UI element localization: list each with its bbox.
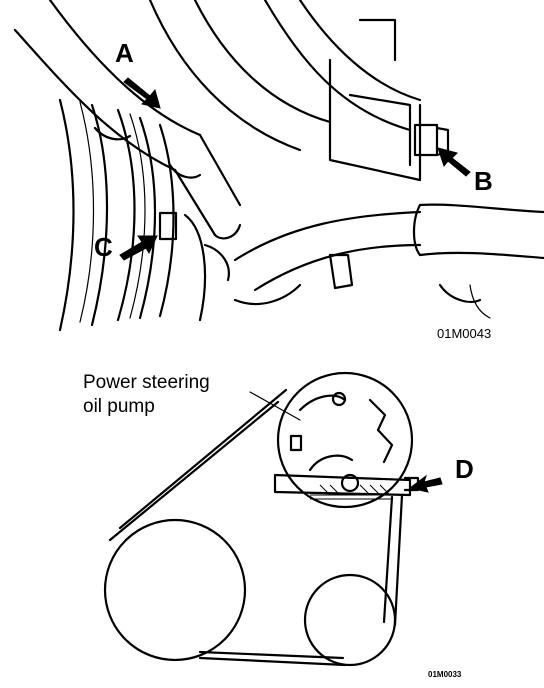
callout-b-label: B [474, 166, 493, 196]
upper-tube-drawing [148, 0, 422, 152]
crankshaft-pulley [103, 518, 247, 662]
callout-d-label: D [455, 454, 474, 484]
crank-pulley-drawing [58, 98, 175, 332]
callout-c-label: C [94, 232, 113, 262]
callout-c-arrow [119, 235, 158, 261]
callout-b-arrow [437, 147, 471, 177]
bottom-figure: Power steering oil pump D 01M0033 [83, 371, 474, 679]
bracket-drawing [328, 18, 450, 182]
drive-belt [108, 388, 404, 667]
callout-d-arrow [408, 474, 443, 493]
callout-a-arrow [123, 77, 161, 109]
callout-a-label: A [115, 38, 134, 68]
hose-drawing [13, 0, 242, 240]
pump-body-drawing [158, 211, 491, 322]
top-figure: A B C 01M0043 [13, 0, 544, 341]
top-figure-code: 01M0043 [437, 326, 491, 341]
pump-label-line1: Power steering [83, 372, 210, 393]
pressure-hose-drawing [233, 203, 544, 292]
power-steering-pump [273, 371, 420, 509]
lower-pulley [303, 573, 397, 667]
label-leader-line [249, 391, 301, 421]
bottom-figure-code: 01M0033 [428, 670, 462, 679]
pump-label-line2: oil pump [83, 396, 155, 417]
